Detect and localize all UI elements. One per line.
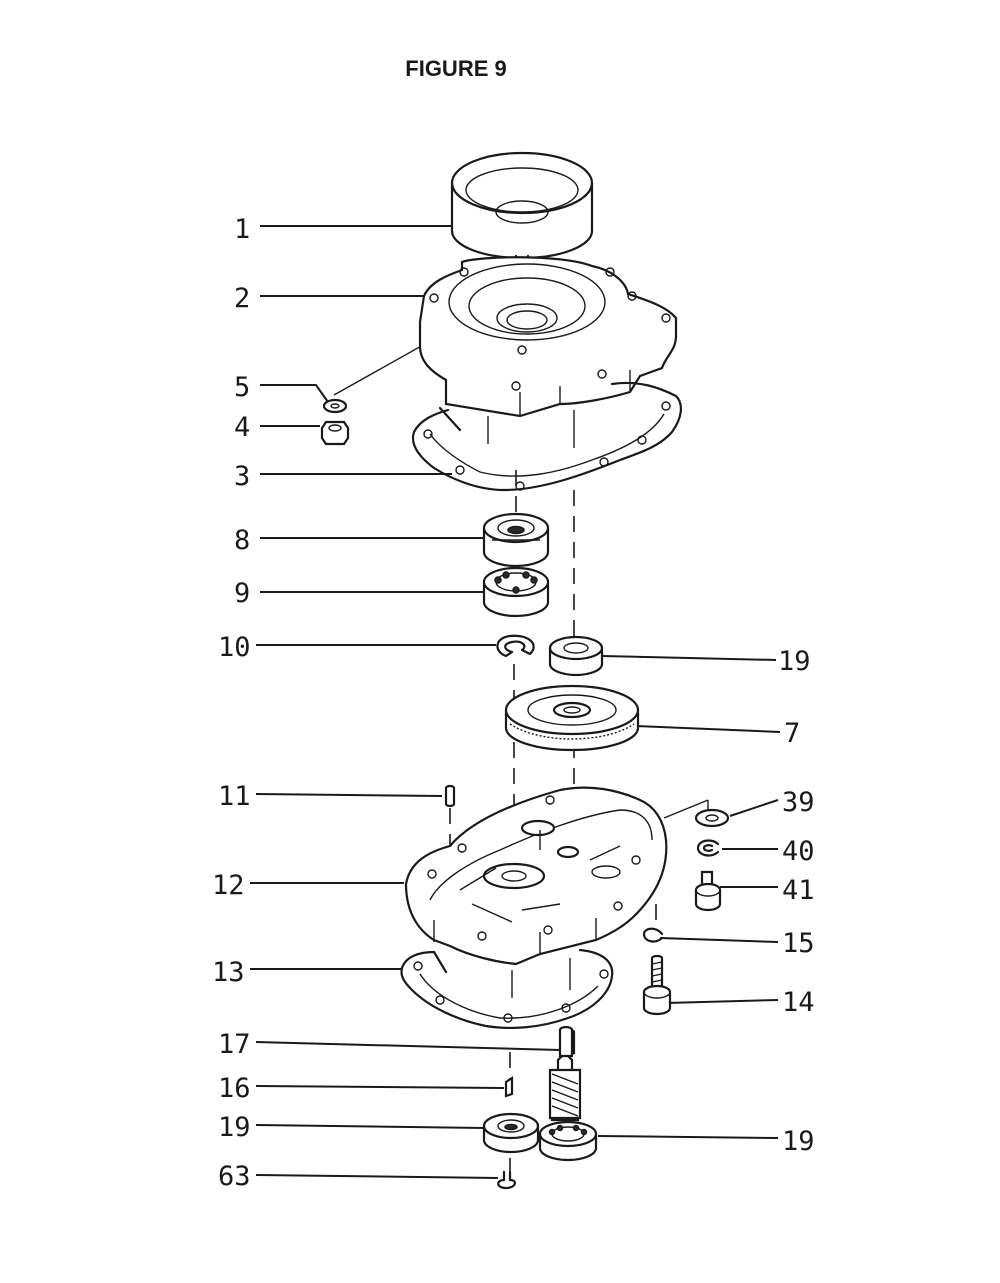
callout-39: 39 bbox=[782, 787, 815, 818]
part-13-lower-gasket bbox=[400, 948, 614, 1030]
callout-16: 16 bbox=[218, 1073, 251, 1104]
part-41-bolt bbox=[694, 870, 722, 912]
callout-40: 40 bbox=[782, 836, 815, 867]
callout-7: 7 bbox=[784, 718, 800, 749]
callout-11: 11 bbox=[218, 781, 251, 812]
part-63-clip bbox=[497, 1170, 516, 1190]
callout-3: 3 bbox=[234, 461, 250, 492]
callout-17: 17 bbox=[218, 1029, 251, 1060]
callout-14: 14 bbox=[782, 987, 815, 1018]
callout-41: 41 bbox=[782, 875, 815, 906]
part-19-left-bearing bbox=[482, 1112, 540, 1154]
part-14-long-bolt bbox=[642, 954, 672, 1016]
callout-12: 12 bbox=[212, 870, 245, 901]
part-39-flat-washer bbox=[694, 808, 730, 828]
callout-63: 63 bbox=[218, 1161, 251, 1192]
part-9-ball-bearing bbox=[482, 566, 550, 618]
part-10-snap-ring bbox=[496, 634, 535, 658]
part-3-upper-gasket bbox=[411, 381, 682, 492]
part-1-drum bbox=[450, 151, 594, 287]
callout-13: 13 bbox=[212, 957, 245, 988]
part-19-right-bearing bbox=[538, 1120, 598, 1162]
part-19-upper-bearing bbox=[548, 635, 604, 677]
callout-4: 4 bbox=[234, 412, 250, 443]
figure-title: FIGURE 9 bbox=[405, 56, 507, 81]
part-16-key bbox=[504, 1075, 514, 1098]
part-4-nut bbox=[320, 420, 350, 446]
callout-8: 8 bbox=[234, 525, 250, 556]
callout-15: 15 bbox=[782, 928, 815, 959]
part-2-upper-housing bbox=[418, 256, 678, 418]
leader-lines bbox=[250, 225, 781, 1179]
callout-5: 5 bbox=[234, 372, 250, 403]
assembly-centerlines bbox=[333, 339, 709, 1172]
part-11-dowel-pin bbox=[444, 784, 456, 808]
part-15-lock-washer bbox=[642, 927, 664, 943]
callout-10: 10 bbox=[218, 632, 251, 663]
part-40-lock-washer bbox=[696, 839, 720, 857]
callout-19-left: 19 bbox=[218, 1112, 251, 1143]
callout-2: 2 bbox=[234, 283, 250, 314]
callout-19-upper: 19 bbox=[778, 646, 811, 677]
callout-19-right: 19 bbox=[782, 1126, 815, 1157]
callout-1: 1 bbox=[234, 214, 250, 245]
part-5-washer bbox=[322, 398, 348, 414]
part-7-gear bbox=[504, 684, 640, 752]
part-8-sealed-bearing bbox=[482, 512, 550, 568]
part-12-lower-housing bbox=[404, 786, 668, 966]
callout-9: 9 bbox=[234, 578, 250, 609]
part-17-pinion-shaft bbox=[548, 1025, 582, 1122]
